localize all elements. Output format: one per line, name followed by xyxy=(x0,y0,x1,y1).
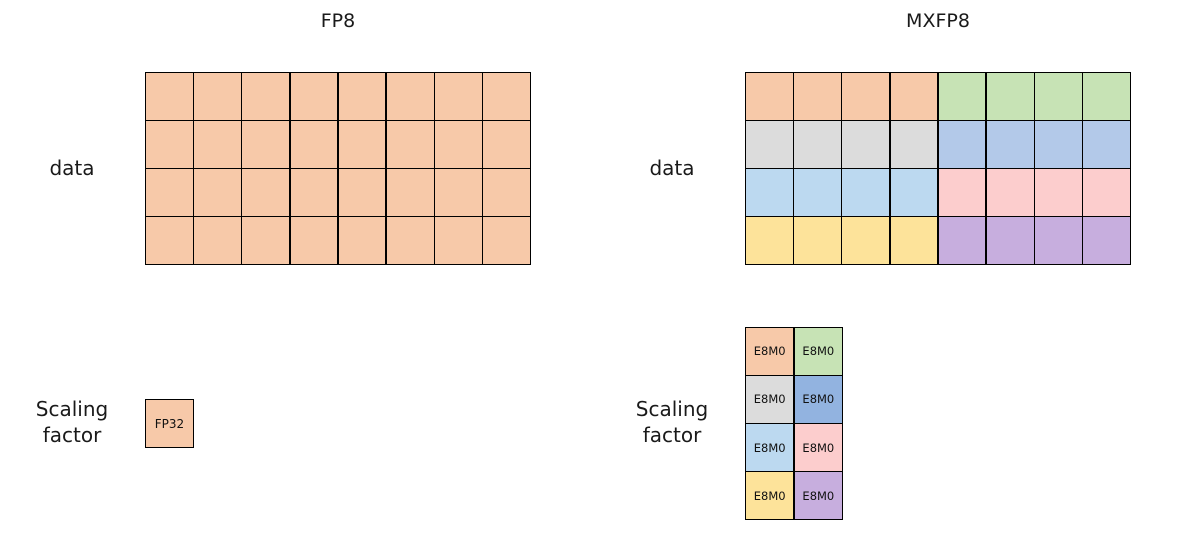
grid-cell-r2-c6 xyxy=(435,169,482,216)
grid-cell-r3-c1 xyxy=(794,217,841,264)
grid-cell-r1-c6 xyxy=(1035,121,1082,168)
grid-cell-r3-c1 xyxy=(194,217,241,264)
grid-cell-r0-c3 xyxy=(290,73,338,120)
grid-cell-r1-c0 xyxy=(146,121,193,168)
mxfp8-data-label: data xyxy=(649,156,695,180)
grid-cell-r0-c3 xyxy=(890,73,938,120)
grid-cell-r3-c0 xyxy=(746,217,793,264)
grid-cell-r1-c2 xyxy=(242,121,290,168)
mxfp8-panel-title: MXFP8 xyxy=(906,10,970,32)
grid-cell-r3-c1: E8M0 xyxy=(794,472,842,519)
grid-cell-r2-c1 xyxy=(194,169,241,216)
grid-cell-r3-c3 xyxy=(290,217,338,264)
grid-cell-r3-c0: E8M0 xyxy=(746,472,794,519)
grid-cell-r1-c4 xyxy=(938,121,986,168)
mxfp8-data-grid xyxy=(745,72,1131,265)
label-line-1: factor xyxy=(42,423,102,447)
grid-cell-r0-c1 xyxy=(194,73,241,120)
grid-cell-r0-c1 xyxy=(794,73,841,120)
grid-cell-r2-c1: E8M0 xyxy=(794,424,842,471)
grid-cell-r0-c4 xyxy=(338,73,386,120)
grid-cell-r3-c5 xyxy=(986,217,1034,264)
grid-cell-r2-c2 xyxy=(242,169,290,216)
grid-cell-r2-c4 xyxy=(338,169,386,216)
grid-cell-r2-c0 xyxy=(746,169,793,216)
grid-cell-r2-c4 xyxy=(938,169,986,216)
label-line-0: Scaling xyxy=(635,397,709,421)
grid-cell-r1-c3 xyxy=(890,121,938,168)
fp8-panel-title: FP8 xyxy=(320,10,356,32)
grid-cell-r0-c2 xyxy=(842,73,890,120)
grid-cell-r0-c6 xyxy=(1035,73,1082,120)
grid-cell-r1-c5 xyxy=(386,121,434,168)
label-line-0: Scaling xyxy=(35,397,109,421)
grid-cell-r1-c2 xyxy=(842,121,890,168)
grid-cell-r3-c0 xyxy=(146,217,193,264)
grid-cell-r3-c4 xyxy=(338,217,386,264)
grid-cell-r1-c1 xyxy=(794,121,841,168)
grid-cell-r1-c5 xyxy=(986,121,1034,168)
grid-cell-r1-c4 xyxy=(338,121,386,168)
grid-cell-r2-c7 xyxy=(1083,169,1130,216)
grid-cell-r1-c7 xyxy=(1083,121,1130,168)
grid-cell-r3-c4 xyxy=(938,217,986,264)
label-line-1: factor xyxy=(642,423,702,447)
grid-cell-r3-c2 xyxy=(242,217,290,264)
grid-cell-r3-c6 xyxy=(435,217,482,264)
grid-cell-r0-c4 xyxy=(938,73,986,120)
grid-cell-r2-c0 xyxy=(146,169,193,216)
grid-cell-r0-c7 xyxy=(483,73,530,120)
grid-cell-r3-c7 xyxy=(1083,217,1130,264)
grid-cell-r0-c6 xyxy=(435,73,482,120)
grid-cell-r2-c1 xyxy=(794,169,841,216)
grid-cell-r1-c6 xyxy=(435,121,482,168)
grid-cell-r1-c3 xyxy=(290,121,338,168)
grid-cell-r2-c0: E8M0 xyxy=(746,424,794,471)
fp8-data-label: data xyxy=(49,156,95,180)
grid-cell-r3-c2 xyxy=(842,217,890,264)
grid-cell-r3-c3 xyxy=(890,217,938,264)
grid-cell-r0-c0 xyxy=(146,73,193,120)
grid-cell-r2-c3 xyxy=(890,169,938,216)
grid-cell-r2-c6 xyxy=(1035,169,1082,216)
grid-cell-r1-c1 xyxy=(194,121,241,168)
fp8-data-grid xyxy=(145,72,531,265)
grid-cell-r0-c2 xyxy=(242,73,290,120)
grid-cell-r0-c5 xyxy=(986,73,1034,120)
grid-cell-r2-c2 xyxy=(842,169,890,216)
grid-cell-r1-c7 xyxy=(483,121,530,168)
grid-cell-r2-c5 xyxy=(986,169,1034,216)
grid-cell-r0-c1: E8M0 xyxy=(794,328,842,375)
grid-cell-r0-c0: FP32 xyxy=(146,400,193,447)
grid-cell-r1-c0 xyxy=(746,121,793,168)
grid-cell-r2-c5 xyxy=(386,169,434,216)
grid-cell-r3-c6 xyxy=(1035,217,1082,264)
grid-cell-r0-c7 xyxy=(1083,73,1130,120)
grid-cell-r0-c0: E8M0 xyxy=(746,328,794,375)
grid-cell-r3-c7 xyxy=(483,217,530,264)
grid-cell-r3-c5 xyxy=(386,217,434,264)
grid-cell-r0-c0 xyxy=(746,73,793,120)
grid-cell-r1-c0: E8M0 xyxy=(746,376,794,423)
grid-cell-r1-c1: E8M0 xyxy=(794,376,842,423)
grid-cell-r2-c3 xyxy=(290,169,338,216)
grid-cell-r0-c5 xyxy=(386,73,434,120)
fp8-scaling-factor-grid: FP32 xyxy=(145,399,194,448)
grid-cell-r2-c7 xyxy=(483,169,530,216)
